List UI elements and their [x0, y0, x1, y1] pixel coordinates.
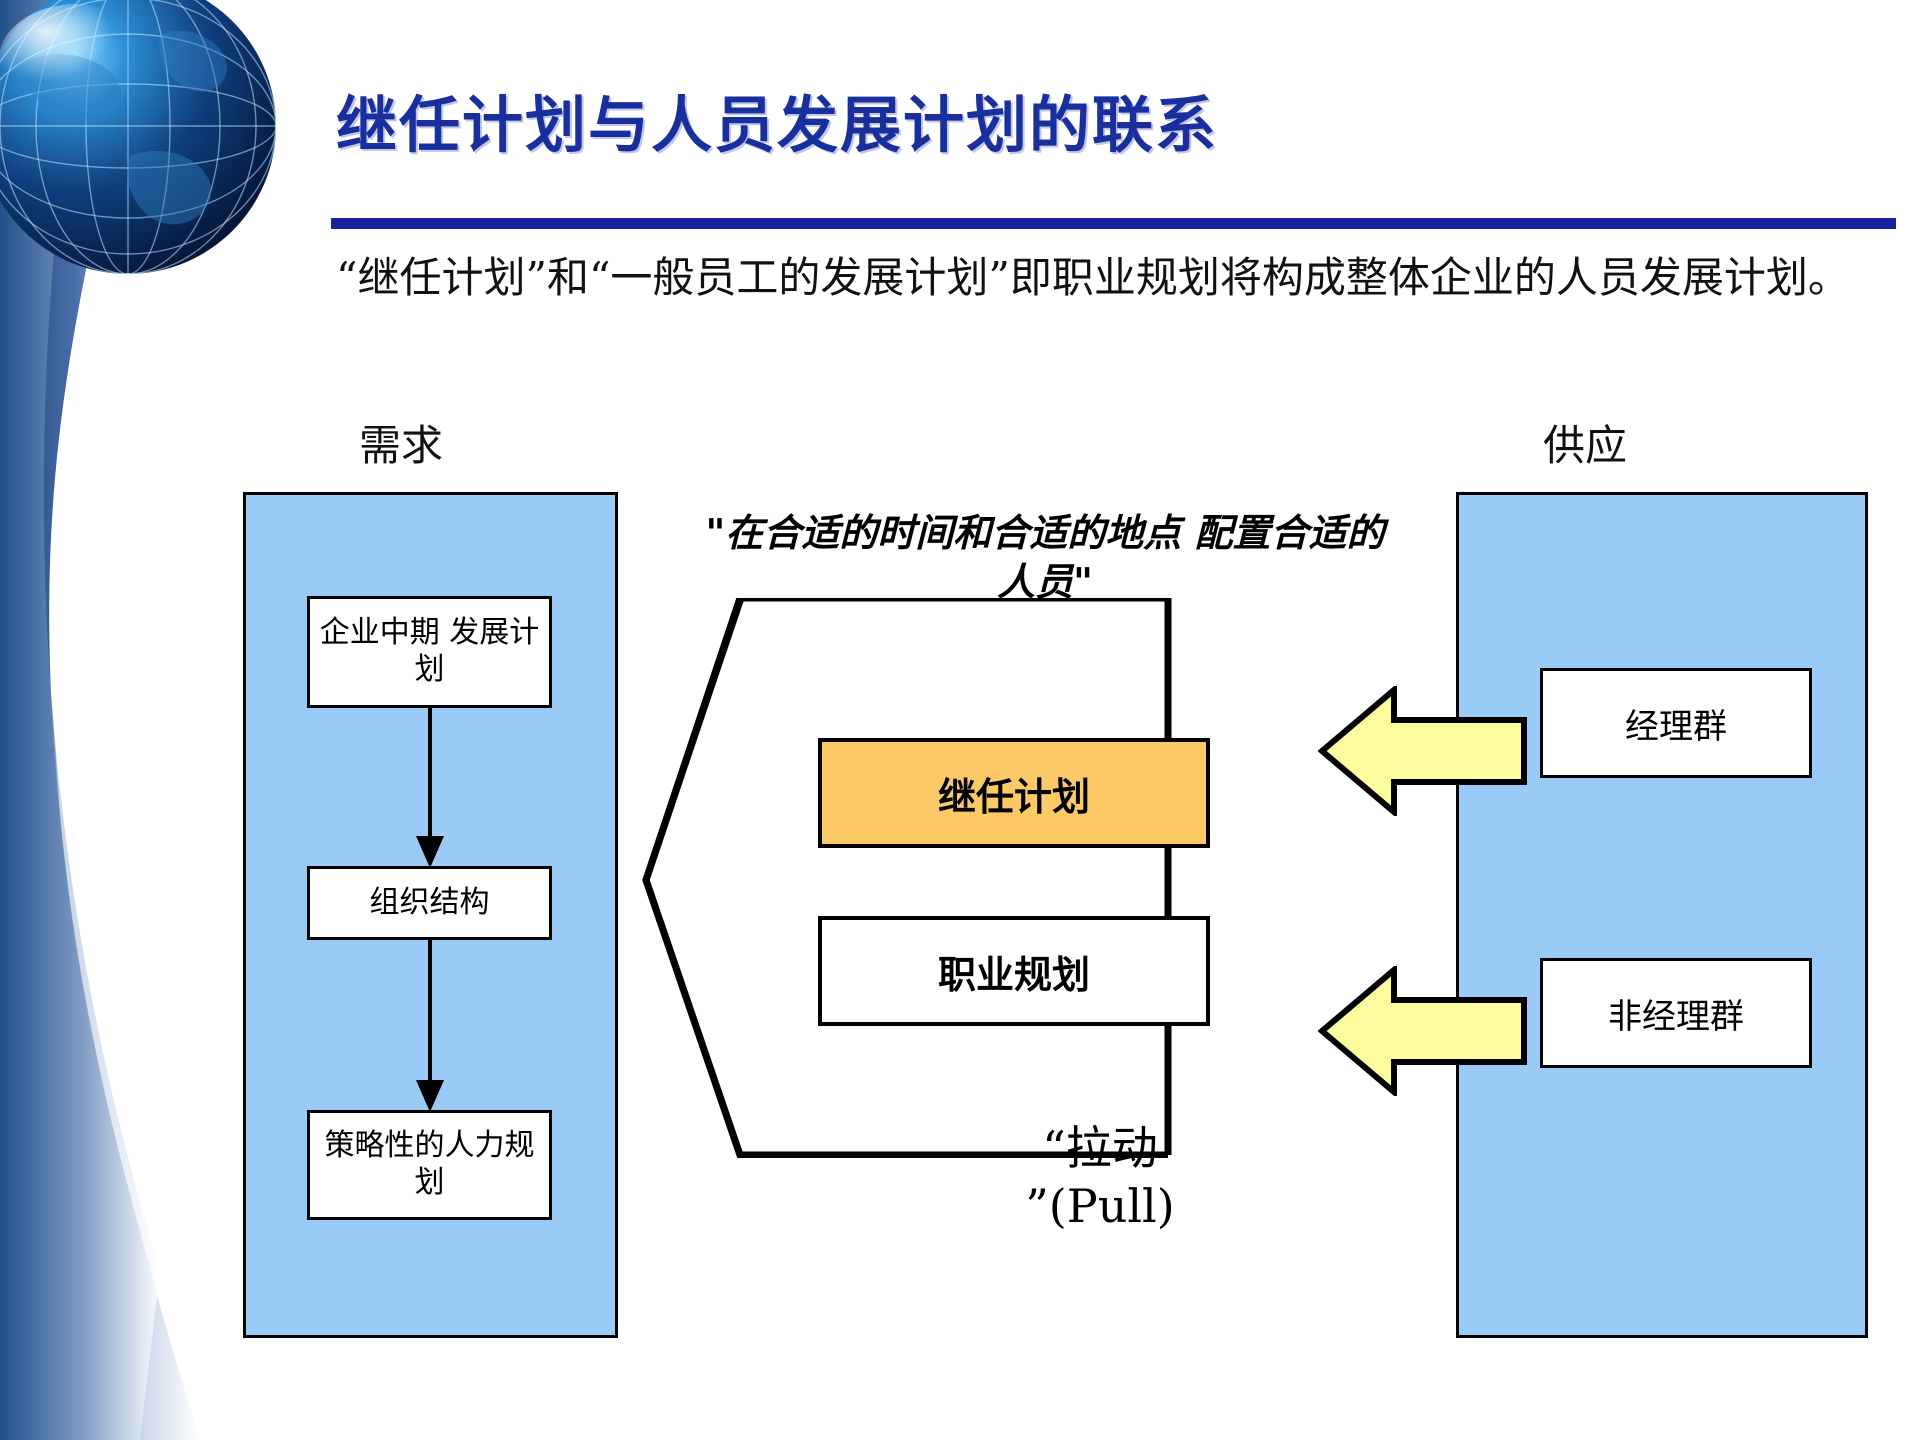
diagram-quote: "在合适的时间和合适的地点 配置合适的人员" — [705, 510, 1385, 605]
center-box-succession-plan: 继任计划 — [818, 738, 1210, 848]
pull-label-line1: “拉动 — [1042, 1121, 1158, 1175]
connector-arrow-1 — [416, 706, 444, 868]
pull-label: “拉动 ”(Pull) — [900, 1120, 1300, 1235]
demand-box-midterm-plan: 企业中期 发展计划 — [307, 596, 552, 708]
demand-box-org-structure: 组织结构 — [307, 866, 552, 940]
slide-subtitle: “继任计划”和“一般员工的发展计划”即职业规划将构成整体企业的人员发展计划。 — [336, 253, 1850, 302]
demand-box-strategic-workforce-plan: 策略性的人力规划 — [307, 1110, 552, 1220]
supply-box-non-manager-group: 非经理群 — [1540, 958, 1812, 1068]
pull-chevron-shape — [642, 598, 1172, 1158]
pull-label-line2: ”(Pull) — [1025, 1178, 1175, 1233]
supply-arrow-manager — [1318, 686, 1527, 816]
title-divider — [331, 218, 1896, 229]
supply-box-manager-group: 经理群 — [1540, 668, 1812, 778]
center-box-career-plan: 职业规划 — [818, 916, 1210, 1026]
supply-panel — [1456, 492, 1868, 1338]
supply-arrow-non-manager — [1318, 966, 1527, 1096]
slide-title: 继任计划与人员发展计划的联系 — [336, 90, 1219, 161]
demand-caption: 需求 — [358, 421, 443, 470]
supply-caption: 供应 — [1542, 421, 1627, 470]
connector-arrow-2 — [416, 938, 444, 1112]
globe-graphic — [0, 0, 300, 306]
decorative-swoosh — [0, 0, 330, 1440]
